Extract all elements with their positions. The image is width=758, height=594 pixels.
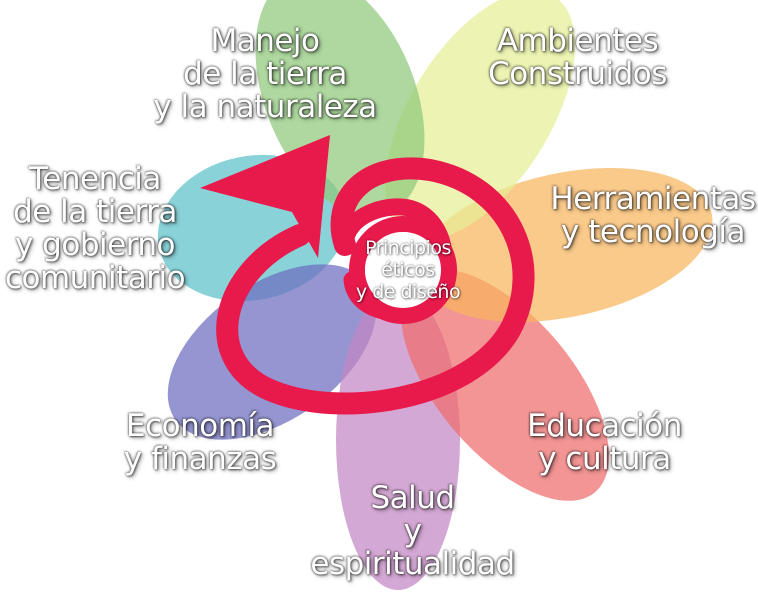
petal-label-economia: Economía y finanzas xyxy=(123,408,277,477)
spiral-arrow xyxy=(216,157,535,415)
center-disc xyxy=(365,232,441,308)
petal-label-tenencia: Tenencia de la tierra y gobierno comunit… xyxy=(4,161,186,296)
petal-label-educacion: Educación y cultura xyxy=(527,408,682,477)
spiral-center-ring xyxy=(349,216,457,324)
petal-label-ambientes: Ambientes Construidos xyxy=(488,23,667,92)
petal-educacion xyxy=(401,269,609,501)
spiral-outer-stroke xyxy=(216,157,535,415)
petal-label-herramientas: Herramientas y tecnología xyxy=(550,181,756,250)
petal-label-manejo: Manejo de la tierra y la naturaleza xyxy=(153,23,377,125)
spiral-arrowhead xyxy=(200,135,330,258)
petal-label-salud: Salud y espiritualidad xyxy=(310,480,515,582)
center-label: Principios éticos y de diseño xyxy=(355,237,461,303)
